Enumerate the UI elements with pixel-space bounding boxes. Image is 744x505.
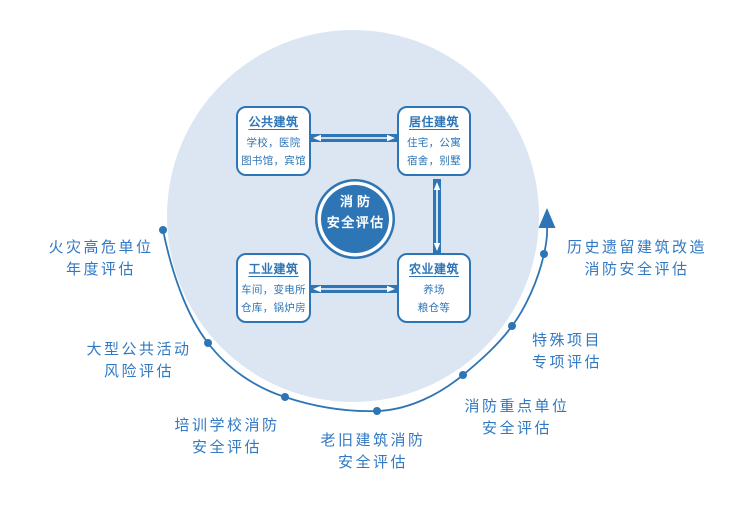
label-line: 消防重点单位 bbox=[464, 397, 570, 415]
label-line: 消防安全评估 bbox=[584, 260, 690, 278]
label-line: 大型公共活动 bbox=[86, 340, 192, 358]
box-examples-line: 住宅，公寓 bbox=[407, 137, 461, 149]
assessment-label-training-school: 培训学校消防 安全评估 bbox=[147, 414, 307, 458]
box-examples-line: 学校，医院 bbox=[246, 137, 301, 149]
label-line: 特殊项目 bbox=[531, 331, 602, 349]
box-examples-line: 仓库，锅炉房 bbox=[241, 302, 306, 314]
label-line: 安全评估 bbox=[337, 453, 408, 471]
label-line: 专项评估 bbox=[531, 353, 602, 371]
assessment-label-fire-high-risk-annual: 火灾高危单位 年度评估 bbox=[21, 236, 181, 280]
assessment-label-large-public-event-risk: 大型公共活动 风险评估 bbox=[59, 338, 219, 382]
assessment-label-key-fire-units: 消防重点单位 安全评估 bbox=[437, 395, 597, 439]
arc-node-dot bbox=[281, 393, 289, 401]
label-line: 老旧建筑消防 bbox=[320, 431, 426, 449]
arc-node-dot bbox=[459, 371, 467, 379]
building-type-box-industrial: 工业建筑 车间，变电所 仓库，锅炉房 bbox=[236, 253, 311, 323]
double-arrow-icon bbox=[313, 285, 395, 293]
double-arrow-icon bbox=[433, 182, 441, 251]
center-node-label-line: 消防 bbox=[339, 195, 374, 210]
arrow-up-icon bbox=[538, 208, 556, 228]
box-title: 居住建筑 bbox=[408, 115, 459, 129]
arc-node-dot bbox=[540, 250, 548, 258]
center-node-label-line: 安全评估 bbox=[326, 216, 385, 231]
box-title: 工业建筑 bbox=[248, 262, 299, 276]
assessment-label-old-buildings: 老旧建筑消防 安全评估 bbox=[293, 429, 453, 473]
label-line: 历史遗留建筑改造 bbox=[566, 238, 707, 256]
label-line: 培训学校消防 bbox=[174, 416, 280, 434]
building-type-box-agricultural: 农业建筑 养场 粮仓等 bbox=[397, 253, 471, 323]
box-examples-line: 养场 bbox=[423, 284, 445, 296]
double-arrow-public-residential bbox=[310, 134, 398, 142]
label-line: 安全评估 bbox=[481, 419, 552, 437]
box-examples-line: 图书馆，宾馆 bbox=[241, 155, 306, 167]
building-type-box-residential: 居住建筑 住宅，公寓 宿舍，别墅 bbox=[397, 106, 471, 176]
box-title: 农业建筑 bbox=[408, 262, 459, 276]
label-line: 安全评估 bbox=[191, 438, 262, 456]
box-examples-line: 宿舍，别墅 bbox=[407, 155, 461, 167]
double-arrow-industrial-agricultural bbox=[310, 285, 398, 293]
assessment-label-historic-building-renovation: 历史遗留建筑改造 消防安全评估 bbox=[552, 236, 722, 280]
box-title: 公共建筑 bbox=[248, 115, 299, 129]
box-examples-line: 粮仓等 bbox=[417, 302, 451, 314]
arc-node-dot bbox=[159, 226, 167, 234]
double-arrow-icon bbox=[313, 134, 395, 142]
double-arrow-residential-agricultural bbox=[433, 179, 441, 254]
building-type-box-public: 公共建筑 学校，医院 图书馆，宾馆 bbox=[236, 106, 311, 176]
assessment-label-special-projects: 特殊项目 专项评估 bbox=[487, 329, 647, 373]
center-node-fire-safety-assessment: 消防 安全评估 bbox=[315, 179, 395, 259]
label-line: 风险评估 bbox=[103, 362, 174, 380]
arc-node-dot bbox=[373, 407, 381, 415]
label-line: 年度评估 bbox=[65, 260, 136, 278]
box-examples-line: 车间，变电所 bbox=[241, 284, 306, 296]
label-line: 火灾高危单位 bbox=[48, 238, 154, 256]
